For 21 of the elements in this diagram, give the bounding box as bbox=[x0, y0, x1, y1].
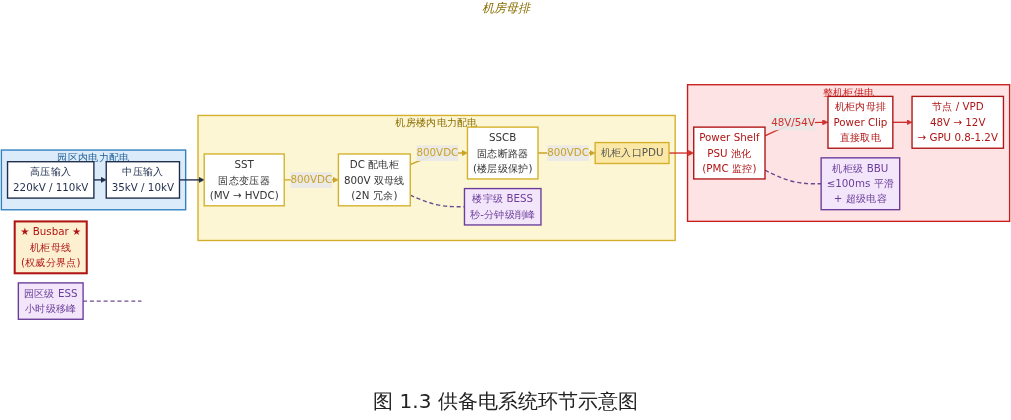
node-box: SST 固态变压器 (MV → HVDC) bbox=[203, 153, 285, 207]
edge-label: 800VDC bbox=[416, 146, 459, 160]
node-box: ★ Busbar ★ 机柜母线 (权威分界点) bbox=[13, 220, 88, 275]
node-box: Power Shelf PSU 池化 (PMC 监控) bbox=[693, 126, 766, 180]
node-box: 中压输入 35kV / 10kV bbox=[105, 161, 181, 199]
edge-label: 800VDC bbox=[290, 173, 333, 186]
bus-note: 机房母排 bbox=[481, 1, 530, 15]
node-box: 机柜入口PDU bbox=[594, 141, 670, 165]
node-box: DC 配电柜 800V 双母线 (2N 冗余) bbox=[337, 153, 411, 207]
arrow bbox=[892, 119, 913, 126]
edge-label: 48V/54V bbox=[771, 115, 815, 129]
node-box: 机柜级 BBU ≤100ms 平滑 + 超级电容 bbox=[820, 157, 901, 211]
node-box: 园区级 ESS 小时级移峰 bbox=[17, 282, 84, 320]
arrow bbox=[93, 176, 107, 183]
edge-label: 800VDC bbox=[547, 146, 589, 160]
node-box: 机柜内母排 Power Clip 直接取电 bbox=[827, 95, 894, 149]
node-box: 高压输入 220kV / 110kV bbox=[6, 161, 95, 199]
figure-caption: 图 1.3 供备电系统环节示意图 bbox=[373, 388, 638, 415]
node-box: 节点 / VPD 48V → 12V → GPU 0.8-1.2V bbox=[911, 95, 1005, 149]
node-box: SSCB 固态断路器 (楼层级保护) bbox=[466, 126, 539, 180]
node-box: 楼宇级 BESS 秒-分钟级削峰 bbox=[463, 187, 542, 226]
